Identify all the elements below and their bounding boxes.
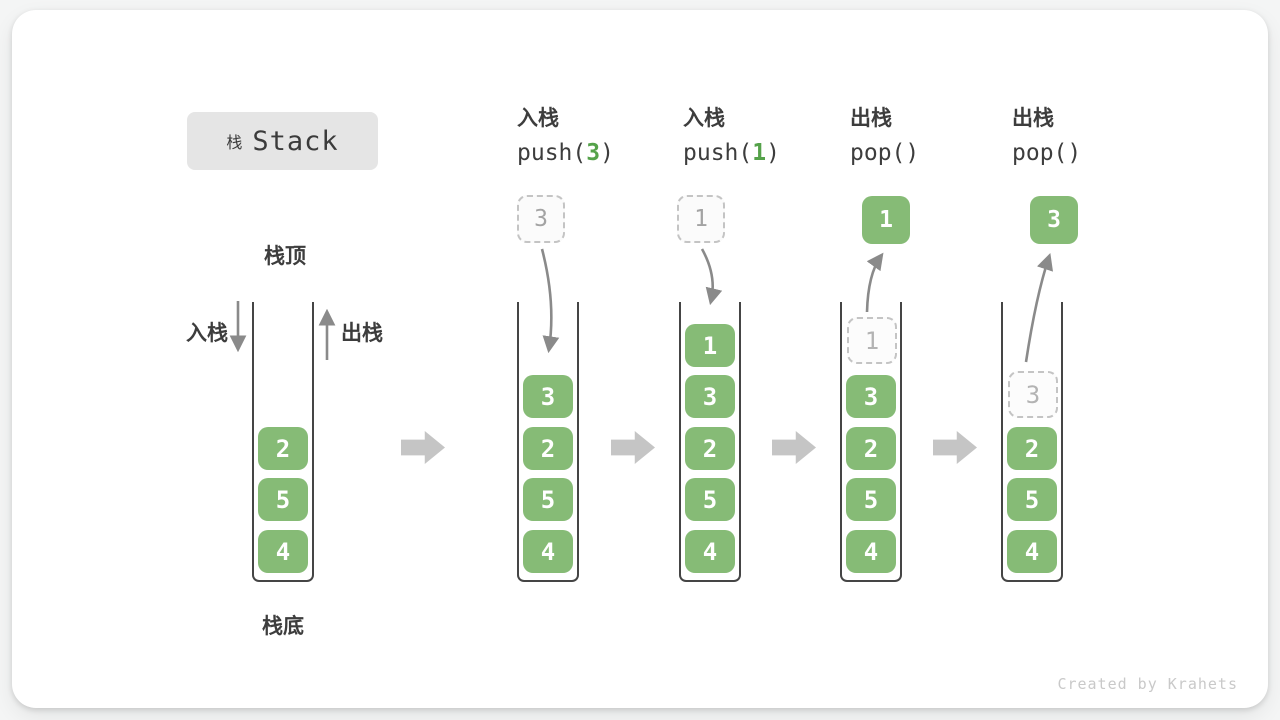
code-pre: push( [517,140,587,166]
stack-cell: 3 [846,375,896,418]
stack-top-label: 栈顶 [264,245,306,268]
op-code: pop() [1012,142,1172,165]
stack-cell: 4 [685,530,735,573]
stack-cell: 4 [1007,530,1057,573]
incoming-value-box: 3 [517,195,565,243]
push-side-label: 入栈 [186,322,228,345]
code-arg: 1 [752,140,767,166]
op-code: push(1) [683,142,843,165]
stack-cell: 2 [523,427,573,470]
stack-cell: 4 [846,530,896,573]
stack-cell: 1 [685,324,735,367]
title-zh: 栈 [226,135,243,152]
stack-cell: 3 [685,375,735,418]
ghost-cell: 1 [847,317,897,364]
stack-cell: 5 [523,478,573,521]
code-post: ) [766,140,780,166]
code-post: ) [600,140,614,166]
incoming-value-box: 1 [677,195,725,243]
stack-cell: 5 [846,478,896,521]
stack-bottom-label: 栈底 [262,615,304,638]
op-label-push-3: 入栈 push(3) [517,108,677,165]
code-pre: pop( [850,140,906,166]
title-en: Stack [252,125,339,157]
op-code: pop() [850,142,1010,165]
stack-cell: 2 [846,427,896,470]
op-code: push(3) [517,142,677,165]
stack-cell: 2 [685,427,735,470]
title-badge: 栈 Stack [187,112,378,170]
watermark: Created by Krahets [1057,675,1238,693]
op-action: 出栈 [1012,107,1054,130]
stack-cell: 2 [258,427,308,470]
stack-cell: 4 [523,530,573,573]
popped-value-box: 3 [1030,196,1078,244]
stack-cell: 3 [523,375,573,418]
op-action: 出栈 [850,107,892,130]
code-arg: 3 [586,140,601,166]
ghost-cell: 3 [1008,371,1058,418]
op-label-push-1: 入栈 push(1) [683,108,843,165]
stack-cell: 2 [1007,427,1057,470]
op-label-pop-1: 出栈 pop() [850,108,1010,165]
stack-cell: 5 [685,478,735,521]
stack-cell: 4 [258,530,308,573]
op-action: 入栈 [683,107,725,130]
code-pre: push( [683,140,753,166]
code-post: ) [905,140,920,166]
code-pre: pop( [1012,140,1068,166]
op-label-pop-2: 出栈 pop() [1012,108,1172,165]
op-action: 入栈 [517,107,559,130]
code-post: ) [1067,140,1082,166]
pop-side-label: 出栈 [341,322,383,345]
stack-cell: 5 [258,478,308,521]
popped-value-box: 1 [862,196,910,244]
stack-cell: 5 [1007,478,1057,521]
